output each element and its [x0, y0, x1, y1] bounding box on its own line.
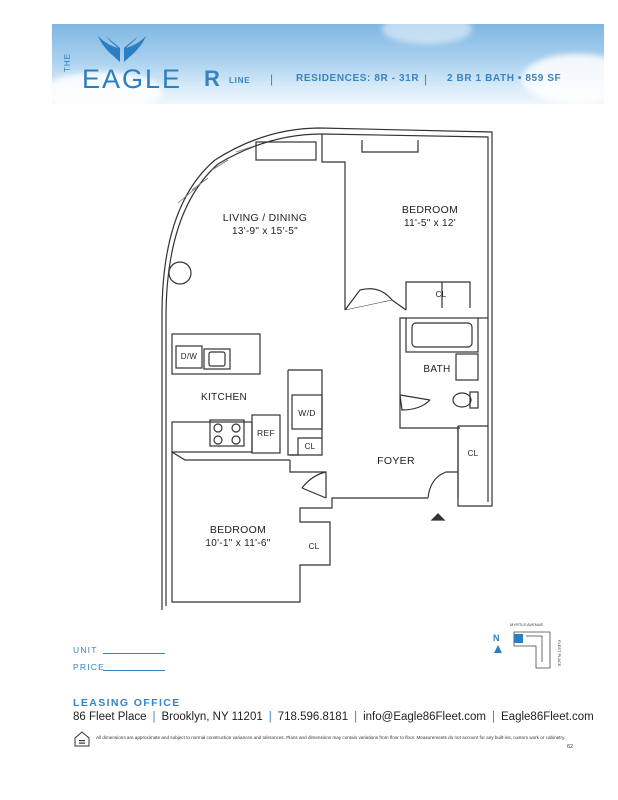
line-word: LINE [229, 76, 251, 85]
header-banner [52, 24, 604, 104]
leasing-office-heading: LEASING OFFICE [73, 697, 181, 709]
entry-marker [430, 513, 446, 521]
key-plan-map: MYRTLE AVENUE FLEET PLACE [510, 622, 562, 669]
bedroom1-dimensions: 11'-5" x 12' [404, 218, 456, 229]
washer-dryer-label: W/D [298, 408, 316, 418]
header-separator: | [424, 72, 428, 86]
kitchen-label: KITCHEN [201, 392, 247, 403]
dishwasher [175, 345, 203, 369]
equal-housing-icon [74, 731, 90, 747]
email-link[interactable]: info@Eagle86Fleet.com [363, 711, 487, 723]
bedroom2-wall [171, 452, 400, 603]
foyer-closet-label: CL [467, 449, 479, 458]
bathtub [405, 317, 479, 353]
page-number: 62 [567, 744, 574, 750]
window [255, 141, 317, 161]
dishwasher-label: D/W [180, 352, 198, 361]
stove [209, 419, 245, 447]
refrigerator-label: REF [257, 428, 275, 438]
header-separator: | [270, 72, 274, 86]
bedroom1-label: BEDROOM [401, 204, 459, 216]
price-field-label: PRICE [73, 662, 105, 672]
unit-field-line [103, 653, 165, 654]
bedroom1-wall [321, 134, 346, 310]
city: Brooklyn, NY 11201 [161, 711, 263, 723]
unit-highlight [514, 634, 523, 643]
kitchen-counter-upper [171, 333, 261, 375]
exterior-wall [161, 127, 493, 610]
living-dining-dimensions: 13'-9" x 15'-5" [231, 226, 298, 237]
logo-name: EAGLE [82, 64, 183, 94]
residences-range: RESIDENCES: 8R - 31R [296, 73, 420, 84]
sink [203, 348, 231, 370]
toilet [452, 392, 472, 408]
phone[interactable]: 718.596.8181 [277, 711, 349, 723]
street-myrtle: MYRTLE AVENUE [510, 622, 544, 627]
cloud [382, 24, 472, 44]
bath-label: BATH [423, 364, 451, 375]
unit-field-label: UNIT [73, 645, 98, 655]
hall-closet-label: CL [304, 442, 316, 451]
address: 86 Fleet Place [73, 711, 147, 723]
cloud [52, 72, 162, 104]
cloud [522, 54, 604, 104]
column [168, 261, 192, 285]
living-dining-label: LIVING / DINING [222, 212, 308, 224]
refrigerator [251, 414, 281, 454]
bedroom2-closet-label: CL [308, 542, 320, 551]
line-letter: R [204, 66, 220, 91]
eagle-wings-logo-icon [98, 36, 146, 62]
contact-line: 86 Fleet Place|Brooklyn, NY 11201|718.59… [73, 711, 594, 723]
bedroom2-dimensions: 10'-1" x 11'-6" [205, 538, 271, 549]
bedroom1-closet-label: CL [435, 290, 447, 299]
street-fleet: FLEET PLACE [557, 640, 562, 667]
bedroom2-label: BEDROOM [209, 524, 267, 536]
north-arrow-icon [494, 645, 502, 653]
disclaimer-text: All dimensions are approximate and subje… [96, 735, 566, 740]
unit-summary: 2 BR 1 BATH • 859 SF [447, 73, 562, 84]
foyer-label: FOYER [377, 455, 415, 467]
website-link[interactable]: Eagle86Fleet.com [501, 711, 594, 723]
north-label: N [493, 633, 500, 643]
price-field-line [103, 670, 165, 671]
